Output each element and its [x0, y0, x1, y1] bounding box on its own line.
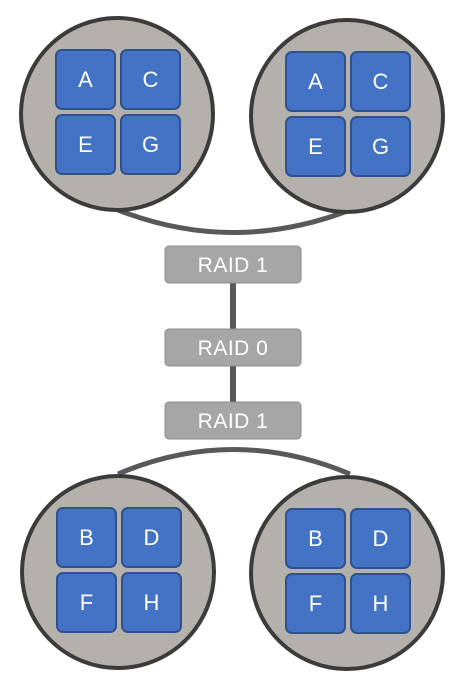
block-bottom-right-1-label: B [308, 526, 323, 551]
top-mirror-connector [117, 207, 351, 235]
block-top-right-2-label: C [373, 69, 389, 94]
connectors [117, 207, 351, 477]
block-top-left-1 [55, 49, 116, 110]
raid-1-bottom-label: RAID 1 [198, 410, 269, 433]
disk-bottom-right: B D F H [249, 475, 445, 671]
block-top-right-3 [285, 116, 346, 177]
block-top-left-4-label: G [142, 132, 159, 157]
block-top-left-3-label: E [78, 132, 93, 157]
block-top-left-4 [120, 114, 181, 175]
block-top-right-1 [285, 51, 346, 112]
block-bottom-left-4 [121, 572, 182, 633]
bottom-mirror-connector [117, 447, 351, 477]
disk-bottom-left: B D F H [20, 474, 216, 670]
disk-top-right: A C E G [249, 18, 445, 214]
block-top-right-4 [350, 116, 411, 177]
block-top-right-4-label: G [372, 134, 389, 159]
raid-0-label: RAID 0 [198, 337, 269, 360]
block-bottom-left-4-label: H [144, 590, 160, 615]
block-top-right-1-label: A [308, 69, 323, 94]
block-top-left-3 [55, 114, 116, 175]
block-bottom-left-1-label: B [79, 525, 94, 550]
block-bottom-right-3 [285, 573, 346, 634]
disk-top-left: A C E G [19, 16, 215, 212]
block-bottom-right-2 [350, 508, 411, 569]
raid-0-box: RAID 0 [164, 328, 302, 367]
block-bottom-left-2 [121, 507, 182, 568]
block-bottom-right-1 [285, 508, 346, 569]
raid-1-bottom-box: RAID 1 [164, 401, 302, 440]
block-bottom-left-1 [56, 507, 117, 568]
block-top-right-2 [350, 51, 411, 112]
block-bottom-left-3 [56, 572, 117, 633]
block-bottom-right-4-label: H [373, 591, 389, 616]
raid-1-top-label: RAID 1 [198, 254, 269, 277]
raid-1-top-box: RAID 1 [164, 245, 302, 284]
block-bottom-right-4 [350, 573, 411, 634]
block-bottom-right-2-label: D [373, 526, 389, 551]
block-bottom-right-3-label: F [309, 591, 322, 616]
block-bottom-left-2-label: D [144, 525, 160, 550]
block-top-left-2 [120, 49, 181, 110]
block-bottom-left-3-label: F [80, 590, 93, 615]
block-top-left-2-label: C [143, 67, 159, 92]
block-top-right-3-label: E [308, 134, 323, 159]
block-top-left-1-label: A [78, 67, 93, 92]
